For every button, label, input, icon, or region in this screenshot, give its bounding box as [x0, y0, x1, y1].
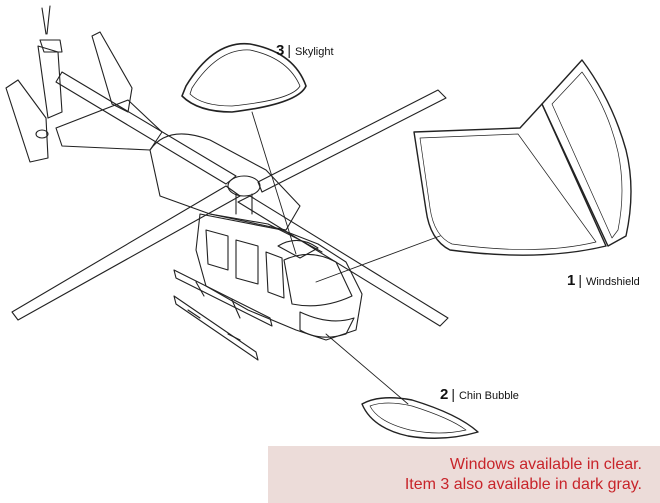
availability-note-line-1: Windows available in clear. — [449, 456, 642, 473]
callout-number: 3 — [276, 42, 285, 59]
cabin-roof-line — [209, 213, 323, 253]
side-window-2 — [235, 239, 259, 285]
helicopter-illustration — [5, 5, 449, 361]
rotor-hub — [227, 175, 261, 197]
rotor-mast — [235, 193, 253, 215]
callout-label: Skylight — [294, 46, 334, 58]
rotor-blade-back — [55, 71, 237, 185]
skylight-part — [181, 42, 307, 113]
leader-line-skylight — [251, 111, 297, 255]
callout-chin-bubble: 2|Chin Bubble — [440, 386, 519, 404]
rotor-blade-front-left — [11, 185, 241, 321]
right-stabilizer — [91, 31, 133, 113]
leader-line-chin-bubble — [325, 333, 409, 405]
tail-rotor-hub — [35, 129, 49, 139]
side-window-1 — [205, 229, 229, 271]
airframe-windshield — [283, 253, 353, 307]
rotor-blade-front-right — [237, 195, 449, 327]
windshield-left-pane-inner — [419, 133, 597, 250]
tail-rotor-mast — [39, 5, 63, 53]
door-window — [265, 251, 285, 299]
windshield-part — [413, 59, 632, 256]
callout-number: 2 — [440, 386, 449, 403]
divider-bar: | — [451, 386, 455, 402]
leader-line-windshield — [315, 235, 441, 283]
windshield-right-pane-inner — [551, 71, 623, 239]
skid-left — [173, 269, 273, 327]
nose — [299, 311, 355, 338]
availability-note-line-2: Item 3 also available in dark gray. — [404, 476, 642, 493]
vertical-fin-upper — [37, 45, 63, 119]
divider-bar: | — [287, 42, 291, 58]
tail-boom — [55, 99, 163, 151]
callout-label: Chin Bubble — [458, 390, 519, 402]
callout-windshield: 1|Windshield — [567, 272, 640, 290]
windshield-left-pane — [413, 103, 607, 256]
chin-bubble-part — [361, 397, 479, 439]
windshield-right-pane — [541, 59, 632, 247]
left-stabilizer — [5, 79, 49, 163]
skid-right — [173, 295, 259, 361]
divider-bar: | — [578, 272, 582, 288]
callout-skylight: 3|Skylight — [276, 42, 334, 60]
callout-label: Windshield — [585, 276, 640, 288]
skylight-part-inner — [189, 49, 301, 107]
airframe-skylight — [277, 239, 319, 259]
callout-number: 1 — [567, 272, 576, 289]
rotor-blade-right — [257, 89, 447, 193]
skid-struts — [187, 281, 241, 341]
chin-bubble-part-inner — [369, 402, 467, 434]
fuselage-engine-cowling — [149, 133, 301, 231]
availability-note: Windows available in clear. Item 3 also … — [268, 446, 660, 503]
